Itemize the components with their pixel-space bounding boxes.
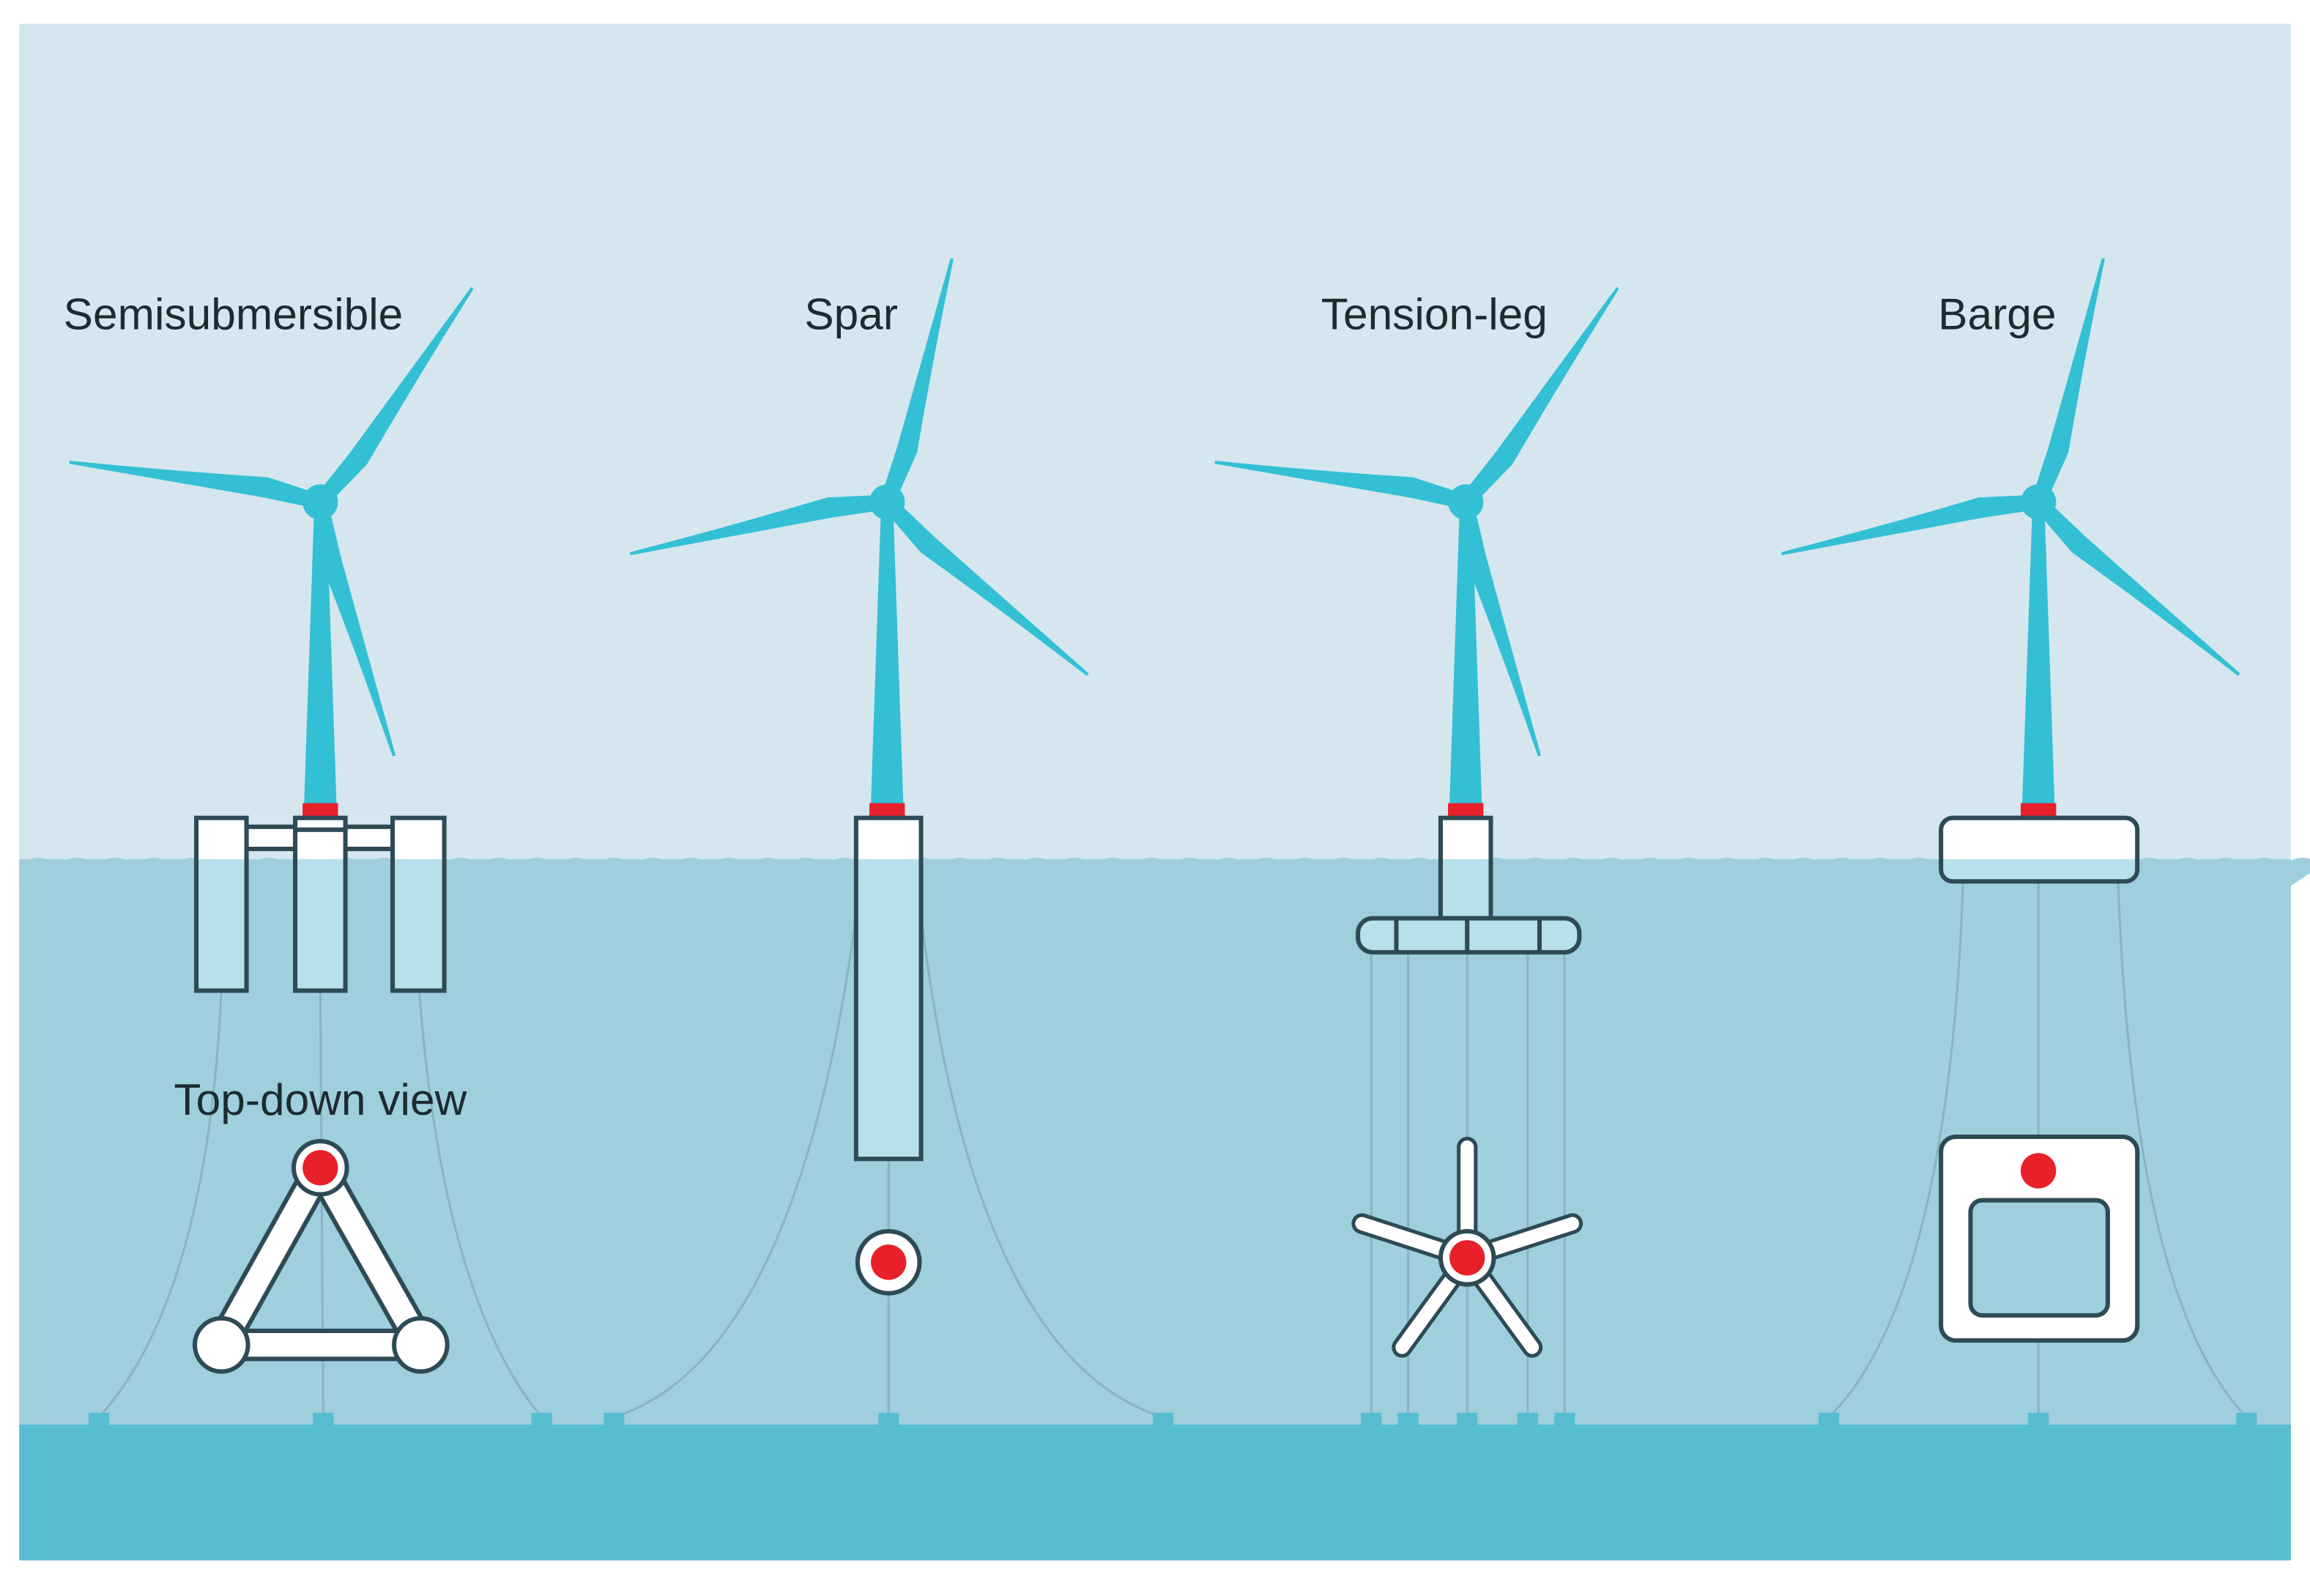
hub [2020, 484, 2057, 520]
platform-semisubmersible [194, 815, 447, 993]
tower-base-band [2020, 803, 2057, 817]
tower-position-dot [1449, 1240, 1485, 1276]
tower-position-dot [2020, 1153, 2057, 1189]
top-down-barge [1939, 1134, 2140, 1343]
anchor [1152, 1412, 1174, 1427]
tower-base-band [869, 803, 905, 817]
mooring-line [97, 990, 223, 1418]
barge-moonpool [1968, 1198, 2110, 1318]
top-down-tension-leg [1351, 1137, 1583, 1358]
anchor [1457, 1412, 1478, 1427]
mooring-line [2117, 881, 2248, 1418]
spar-column [853, 815, 924, 1162]
column [390, 815, 447, 993]
tower-position-dot [871, 1244, 907, 1280]
anchor [313, 1412, 334, 1427]
mooring-line [1827, 881, 1964, 1419]
label-tension-leg: Tension-leg [1321, 289, 1548, 339]
hub [869, 484, 905, 520]
mooring-line [613, 915, 858, 1419]
seabed [19, 1425, 2291, 1561]
tower [2022, 502, 2055, 805]
column [194, 815, 249, 993]
blade [1214, 460, 1467, 510]
water-surface-waves [19, 858, 2310, 886]
platform-barge [1939, 815, 2140, 884]
blade [1781, 494, 2040, 555]
anchor [878, 1412, 899, 1427]
column [293, 827, 348, 993]
blade [314, 286, 474, 507]
mooring-line [417, 990, 543, 1418]
tower-position-dot [302, 1150, 338, 1186]
anchor [531, 1412, 552, 1427]
anchor [1818, 1412, 1840, 1427]
platform-tension-leg [1356, 815, 1582, 955]
anchor [604, 1412, 625, 1427]
label-semisubmersible: Semisubmersible [64, 289, 404, 339]
blade [630, 494, 889, 555]
tower-base-band [1448, 803, 1484, 817]
blade [882, 496, 1089, 676]
hub [302, 484, 338, 520]
tower [871, 502, 904, 805]
anchor [2028, 1412, 2049, 1427]
blade [69, 460, 322, 510]
column-circle [193, 1315, 250, 1374]
anchor [88, 1412, 110, 1427]
label-barge: Barge [1938, 289, 2056, 339]
anchors [88, 1412, 2257, 1427]
anchor [1361, 1412, 1382, 1427]
triangle-frame [209, 1156, 433, 1357]
hub [1448, 484, 1484, 520]
label-spar: Spar [804, 289, 898, 339]
tower-base-band [302, 803, 338, 817]
turbines [69, 258, 2240, 817]
anchor [1554, 1412, 1575, 1427]
blade [880, 258, 954, 505]
mooring-line [920, 915, 1164, 1419]
turbine-semisubmersible [69, 286, 474, 817]
top-down-semisubmersible [193, 1139, 450, 1374]
platforms [193, 815, 2140, 1374]
tlp-column [1438, 815, 1493, 921]
barge-hull [1939, 815, 2140, 884]
column-circle [392, 1315, 450, 1374]
anchor [1517, 1412, 1538, 1427]
anchor [1397, 1412, 1419, 1427]
blade [2033, 496, 2240, 676]
blade [1459, 286, 1619, 507]
turbine-barge [1781, 258, 2240, 817]
label-top-down-view: Top-down view [174, 1074, 467, 1124]
blade [1458, 500, 1542, 757]
turbine-spar [630, 258, 1089, 817]
turbine-tension-leg [1214, 286, 1619, 817]
sky-background [19, 23, 2291, 866]
blade [2031, 258, 2105, 505]
anchor [2236, 1412, 2257, 1427]
blade [313, 500, 396, 757]
top-down-spar [855, 1228, 922, 1296]
platform-spar [853, 815, 924, 1162]
